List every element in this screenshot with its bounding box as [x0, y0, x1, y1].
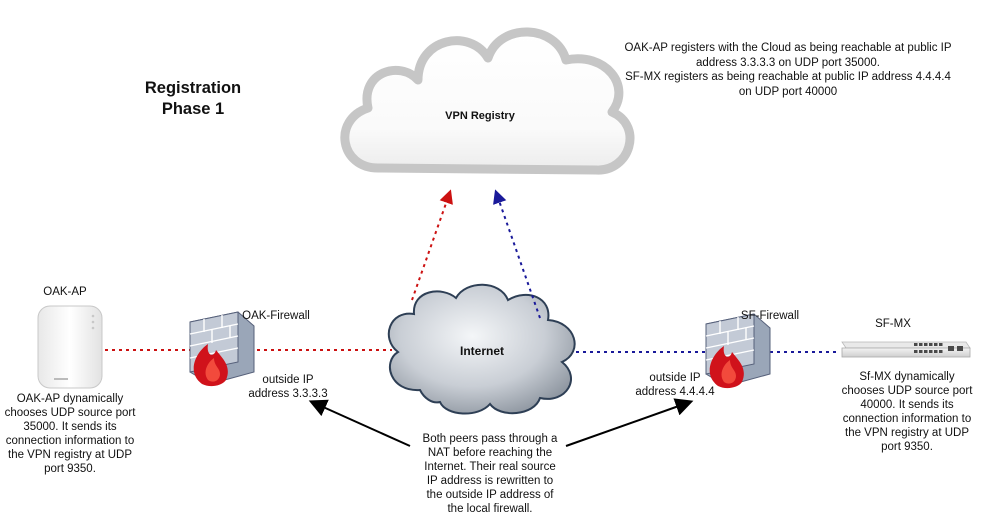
nat-note: Both peers pass through a NAT before rea…: [405, 432, 575, 516]
sf-mx-appliance-icon: [841, 341, 971, 358]
registry-note-line: SF-MX registers as being reachable at pu…: [625, 71, 951, 83]
registry-note-line: on UDP port 40000: [738, 85, 838, 98]
vpn-registry-cloud: [340, 27, 635, 175]
sf-path-lines: [493, 189, 836, 353]
oak-ap-description-line: port 9350.: [44, 463, 96, 475]
oak-ap-description: OAK-AP dynamically chooses UDP source po…: [0, 392, 140, 476]
oak-firewall-icon: [189, 311, 255, 387]
title-line-2: Phase 1: [161, 100, 225, 118]
nat-note-line: Both peers pass through a: [422, 433, 558, 445]
oak-firewall-ip-line: address 3.3.3.3: [248, 388, 328, 400]
nat-note-line: NAT before reaching the: [427, 447, 553, 459]
registry-note-line: address 3.3.3.3 on UDP port 35000.: [696, 56, 880, 69]
nat-note-line: the local firewall.: [447, 503, 533, 515]
oak-firewall-label: OAK-Firewall: [242, 310, 310, 322]
diagram-title: Registration Phase 1: [118, 78, 268, 120]
oak-ap-description-line: OAK-AP dynamically: [16, 393, 124, 405]
internet-cloud: [387, 283, 576, 415]
oak-path-lines: [105, 189, 453, 351]
nat-arrows: [308, 398, 694, 447]
oak-firewall-outside-ip: outside IP address 3.3.3.3: [238, 373, 338, 401]
sf-firewall-label: SF-Firewall: [740, 310, 800, 322]
internet-label: Internet: [459, 344, 504, 358]
sf-firewall-ip-line: outside IP: [649, 372, 701, 384]
sf-mx-description-line: Sf-MX dynamically: [859, 371, 955, 383]
oak-firewall-ip-line: outside IP: [262, 374, 314, 386]
sf-firewall-outside-ip: outside IP address 4.4.4.4: [625, 371, 725, 399]
vpn-registry-label: VPN Registry: [445, 110, 515, 122]
sf-mx-description-line: 40000. It sends its: [860, 399, 954, 411]
sf-mx-description-line: the VPN registry at UDP: [845, 427, 969, 439]
sf-firewall-icon: [705, 313, 771, 389]
sf-mx-label: SF-MX: [875, 318, 911, 330]
sf-mx-description-line: chooses UDP source port: [841, 385, 973, 397]
sf-mx-description-line: port 9350.: [881, 441, 933, 453]
oak-ap-description-line: chooses UDP source port: [4, 407, 136, 419]
nat-note-line: the outside IP address of: [426, 489, 554, 501]
sf-firewall-ip-line: address 4.4.4.4: [635, 386, 715, 398]
nat-note-line: Internet. Their real source: [424, 461, 556, 473]
oak-ap-description-line: connection information to: [5, 435, 135, 447]
sf-mx-description-line: connection information to: [842, 413, 972, 425]
oak-ap-device-icon: [37, 305, 103, 389]
oak-ap-description-line: the VPN registry at UDP: [8, 449, 132, 461]
registry-note: OAK-AP registers with the Cloud as being…: [588, 41, 985, 99]
title-line-1: Registration: [144, 79, 242, 97]
sf-mx-description: Sf-MX dynamically chooses UDP source por…: [832, 370, 982, 454]
nat-note-line: IP address is rewritten to: [426, 475, 554, 487]
registry-note-line: OAK-AP registers with the Cloud as being…: [624, 42, 952, 54]
oak-ap-description-line: 35000. It sends its: [23, 421, 117, 433]
oak-ap-label: OAK-AP: [43, 286, 87, 298]
